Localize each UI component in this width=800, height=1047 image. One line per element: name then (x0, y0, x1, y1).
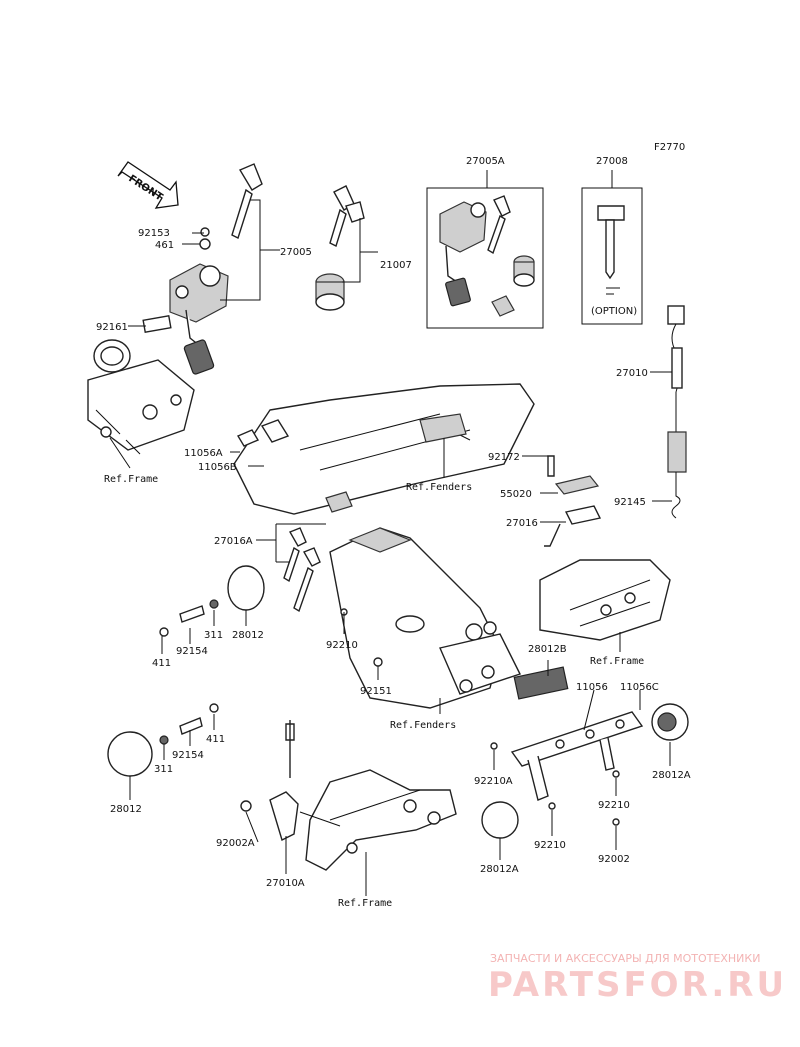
ignition-set-27005A (439, 195, 535, 317)
license-bracket-11056 (510, 711, 644, 801)
ref-fenders-upper: Ref.Fenders (406, 482, 472, 493)
label-28012-lower: 28012 (110, 804, 142, 815)
label-461: 461 (155, 240, 174, 251)
option-note: (OPTION) (591, 306, 637, 317)
nut-92210-lower (548, 802, 556, 810)
label-55020: 55020 (500, 489, 532, 500)
part-labels: 92153 461 27005 21007 27005A 27008 92161… (96, 156, 691, 889)
ignition-key-27005 (231, 163, 263, 239)
label-92002A: 92002A (216, 838, 255, 849)
reference-labels: Ref.Frame Ref.Fenders Ref.Frame Ref.Fend… (104, 474, 644, 909)
front-arrow-icon: FRONT (117, 161, 179, 209)
label-92154-lower: 92154 (172, 750, 204, 761)
part-92161-pad (142, 315, 172, 333)
label-92210-lower: 92210 (534, 840, 566, 851)
label-92210A: 92210A (474, 776, 513, 787)
ref-frame-bottom: Ref.Frame (338, 898, 392, 909)
label-311-lower: 311 (154, 764, 173, 775)
label-28012-upper: 28012 (232, 630, 264, 641)
label-27010: 27010 (616, 368, 648, 379)
label-92153: 92153 (138, 228, 170, 239)
reflector-28012B (513, 666, 569, 700)
reflector-28012A-lower (481, 801, 519, 839)
label-27016A: 27016A (214, 536, 253, 547)
label-27016: 27016 (506, 518, 538, 529)
figure-code: F2770 (654, 142, 685, 153)
bracket-11056B (260, 419, 290, 443)
label-28012A-lower: 28012A (480, 864, 519, 875)
helmet-lock-keys-27016A (283, 491, 353, 613)
reflector-28012-upper (159, 565, 265, 637)
box-27005A (426, 187, 544, 329)
label-92210-left: 92210 (326, 640, 358, 651)
label-11056C: 11056C (620, 682, 659, 693)
watermark-brand: PARTSFOR.RU (488, 965, 787, 1005)
washer-461 (199, 238, 211, 250)
rear-fender-lower (329, 527, 521, 709)
watermark: ЗАПЧАСТИ И АКСЕССУАРЫ ДЛЯ МОТОТЕХНИКИ PA… (488, 952, 787, 1005)
key-21007 (315, 185, 365, 311)
bracket-11056A (236, 429, 260, 447)
bolt-92002 (612, 818, 620, 826)
label-21007: 21007 (380, 260, 412, 271)
ref-frame-left: Ref.Frame (104, 474, 158, 485)
label-311-upper: 311 (204, 630, 223, 641)
label-11056: 11056 (576, 682, 608, 693)
ignition-switch-body (169, 263, 229, 375)
label-28012A-right: 28012A (652, 770, 691, 781)
label-28012B: 28012B (528, 644, 567, 655)
label-92172: 92172 (488, 452, 520, 463)
label-92145: 92145 (614, 497, 646, 508)
label-411-lower: 411 (206, 734, 225, 745)
screw-92153 (200, 227, 210, 237)
reflector-28012-lower (107, 703, 219, 777)
bolt-92151 (373, 657, 383, 667)
blank-key-27008 (597, 205, 625, 295)
label-92210-right: 92210 (598, 800, 630, 811)
ref-frame-right: Ref.Frame (590, 656, 644, 667)
label-11056A: 11056A (184, 448, 223, 459)
watermark-tagline: ЗАПЧАСТИ И АКСЕССУАРЫ ДЛЯ МОТОТЕХНИКИ (490, 952, 760, 965)
label-411-upper: 411 (152, 658, 171, 669)
label-92161: 92161 (96, 322, 128, 333)
label-11056B: 11056B (198, 462, 237, 473)
label-27005: 27005 (280, 247, 312, 258)
rear-frame-bottom (240, 720, 457, 871)
nut-92210-right (612, 770, 620, 778)
reflector-28012A-right (651, 703, 689, 741)
label-27005A: 27005A (466, 156, 505, 167)
seat-lock-cable-27010 (667, 305, 687, 519)
seat-lock-assembly (539, 455, 671, 641)
label-27008: 27008 (596, 156, 628, 167)
label-92154-upper: 92154 (176, 646, 208, 657)
label-27010A: 27010A (266, 878, 305, 889)
rear-fender-upper (233, 383, 535, 515)
ref-fenders-lower: Ref.Fenders (390, 720, 456, 731)
frame-head-left (87, 339, 195, 455)
washer-92210A (490, 742, 498, 750)
leader-lines (109, 170, 672, 896)
label-92002: 92002 (598, 854, 630, 865)
label-92151: 92151 (360, 686, 392, 697)
